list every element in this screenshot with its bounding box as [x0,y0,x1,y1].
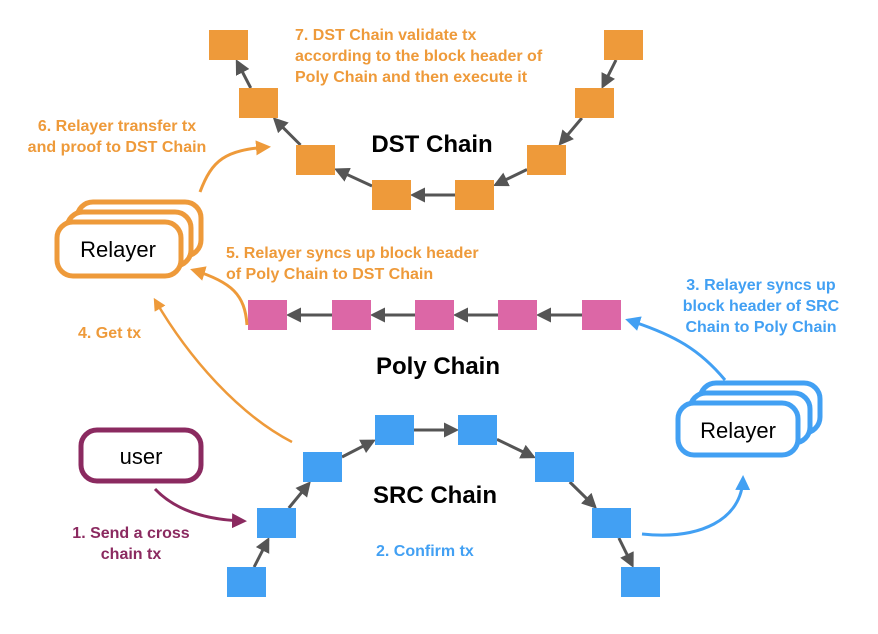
poly-chain-block [582,300,621,330]
user-label: user [120,444,163,469]
chain-links [235,59,634,568]
src-chain-link-arrow [568,480,597,509]
user-box: user [78,427,204,484]
dst-chain-block [575,88,614,118]
step-6-label: 6. Relayer transfer tx and proof to DST … [28,118,207,156]
src-chain-block [227,567,266,597]
step-5-line-1: 5. Relayer syncs up block header [226,245,479,262]
step-2-label: 2. Confirm tx [376,543,474,560]
step-1-line-1: 1. Send a cross [72,525,189,542]
src-chain-block [257,508,296,538]
step-3-line-2: block header of SRC [683,298,840,315]
step-7-line-2: according to the block header of [295,48,543,65]
relayer-left-label: Relayer [80,237,156,262]
arrow-step-5-sync-poly-to-dst [190,266,249,326]
poly-chain-block [248,300,287,330]
dst-chain-block [209,30,248,60]
src-chain-block [535,452,574,482]
src-chain-block [592,508,631,538]
src-chain-link-arrow [496,438,536,459]
poly-chain-title: Poly Chain [376,353,500,380]
dst-chain-block [604,30,643,60]
step-2-line-1: 2. Confirm tx [376,543,474,560]
src-chain-title: SRC Chain [373,482,497,509]
dst-chain-block [455,180,494,210]
poly-chain-block [498,300,537,330]
dst-chain-link-arrow [558,117,584,146]
relayer-left: Relayer [54,199,204,279]
dst-chain-link-arrow [334,168,373,188]
poly-chain-block [332,300,371,330]
poly-chain-block [415,300,454,330]
src-chain-link-arrow [617,537,634,568]
step-3-line-3: Chain to Poly Chain [685,319,836,336]
arrow-step-6-transfer [198,140,271,193]
src-chain-block [303,452,342,482]
arrow-step-3-sync-src-to-poly [625,316,727,381]
step-3-label: 3. Relayer syncs up block header of SRC … [683,277,840,336]
dst-chain-block [239,88,278,118]
src-chain-block [621,567,660,597]
step-7-line-3: Poly Chain and then execute it [295,69,528,86]
src-chain-link-arrow [341,439,376,459]
step-5-label: 5. Relayer syncs up block header of Poly… [226,245,479,283]
dst-chain-block [372,180,411,210]
step-7-line-1: 7. DST Chain validate tx [295,27,476,44]
step-7-label: 7. DST Chain validate tx according to th… [295,27,543,86]
step-3-line-1: 3. Relayer syncs up [686,277,836,294]
step-6-line-2: and proof to DST Chain [28,139,207,156]
arrow-step-2-confirm [641,475,751,537]
dst-chain-link-arrow [235,59,253,89]
relayer-right-label: Relayer [700,418,776,443]
dst-chain-block [527,145,566,175]
step-6-line-1: 6. Relayer transfer tx [38,118,196,135]
relayer-right: Relayer [675,380,823,458]
step-1-label: 1. Send a cross chain tx [72,525,189,563]
src-chain-block [375,415,414,445]
src-chain-link-arrow [252,537,270,568]
step-5-line-2: of Poly Chain to DST Chain [226,266,433,283]
step-4-line-1: 4. Get tx [78,325,141,342]
dst-chain-link-arrow [272,117,302,147]
arrow-step-1-send [153,487,247,529]
chain-blocks [209,30,660,597]
step-4-label: 4. Get tx [78,325,141,342]
src-chain-link-arrow [287,481,311,509]
arrow-step-4-get-tx [153,297,293,444]
step-1-line-2: chain tx [101,546,162,563]
dst-chain-link-arrow [493,168,528,187]
dst-chain-link-arrow [601,59,618,89]
dst-chain-block [296,145,335,175]
src-chain-block [458,415,497,445]
dst-chain-title: DST Chain [371,131,492,158]
